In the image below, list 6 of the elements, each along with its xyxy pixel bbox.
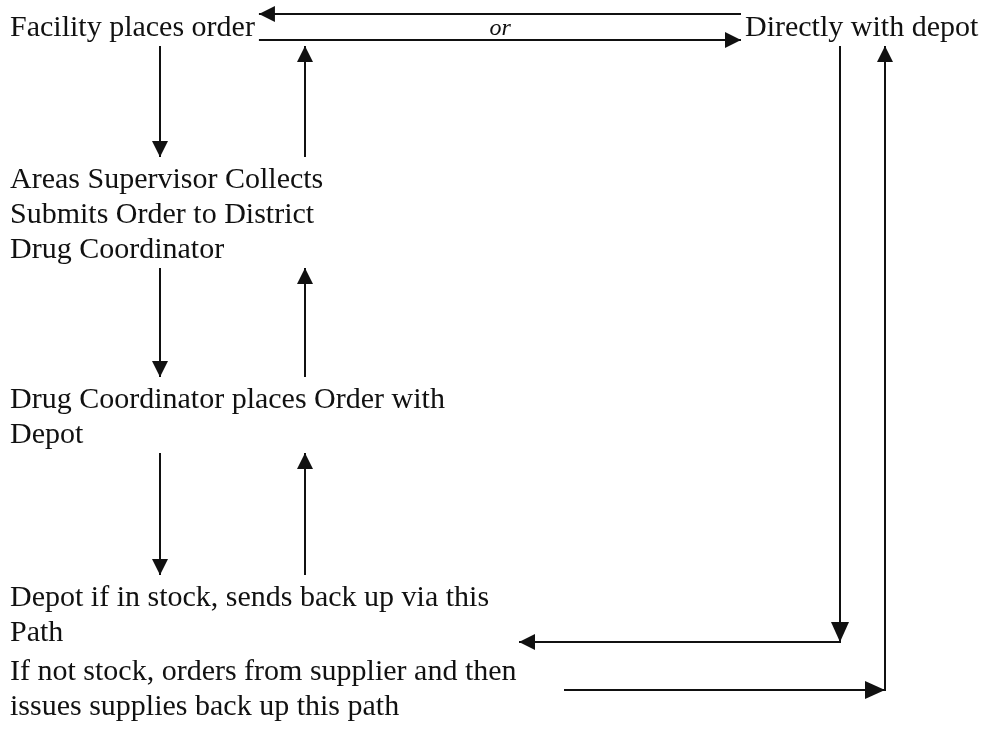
step-text: Drug Coordinator places Order with Depot (10, 380, 480, 450)
step-text: If not stock, orders from supplier and then issues supplies back up this path (10, 652, 560, 722)
step-text: Directly with depot (745, 8, 979, 43)
step-text: Areas Supervisor Collects Submits Order to District Drug Coordinator (10, 160, 360, 265)
step-text: Facility places order (10, 8, 255, 43)
step-text: Depot if in stock, sends back up via this Path (10, 578, 515, 648)
